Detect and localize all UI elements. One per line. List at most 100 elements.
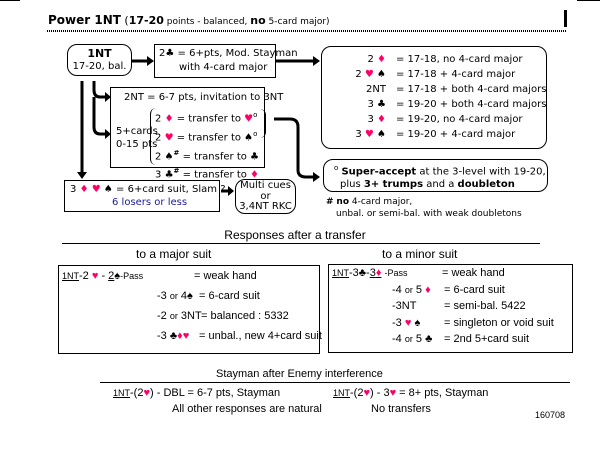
interference-divider xyxy=(100,382,570,383)
arrowhead xyxy=(313,56,320,66)
minor-response-row: 1NT-3♣-3♦ -Pass= weak hand xyxy=(329,265,572,282)
rebid-bid: 3 ♦ xyxy=(367,112,386,127)
stayman-line1: = 6+pts, Mod. Stayman xyxy=(174,48,298,59)
rebid-meaning: = 19-20, no 4-card major xyxy=(396,114,523,125)
title-paren: ( xyxy=(120,14,129,27)
transfer-row: 3 ♣# = transfer to ♦ xyxy=(155,164,259,183)
spade-icon: ♠ xyxy=(414,316,421,329)
response-meaning: = 6-card suit xyxy=(444,283,505,296)
transfer-points-label: 0-15 pts xyxy=(116,139,158,150)
arrow-1nt-to-transfers xyxy=(92,97,105,136)
transfer-text: = transfer to xyxy=(173,132,245,144)
major-responses-box: 1NT-2 ♥ - 2♠-Pass= weak hand-3 or 4♠= 6-… xyxy=(58,265,322,354)
interference-left-meaning: ) - DBL = 6-7 pts, Stayman xyxy=(150,387,281,399)
arrowhead xyxy=(228,186,234,196)
major-response-row: 1NT-2 ♥ - 2♠-Pass= weak hand xyxy=(59,266,319,286)
diamond-icon: ♦ xyxy=(425,283,431,296)
heart-icon: ♥ xyxy=(363,387,370,399)
heart-icon: ♥ xyxy=(364,69,374,80)
super-accept-trumps: 3+ trumps xyxy=(363,179,424,191)
rebid-bid: 2NT xyxy=(366,82,386,97)
interference-left-note: All other responses are natural xyxy=(172,403,322,415)
title-tail: 5-card major) xyxy=(265,17,330,27)
document-id: 160708 xyxy=(535,410,566,420)
club-icon: ♣ xyxy=(250,150,259,162)
super-accept-text1: at the 3-level with 19-20, xyxy=(416,166,546,178)
interference-right-note: No transfers xyxy=(371,403,431,415)
title-underline xyxy=(47,30,567,32)
spade-icon: ♠ xyxy=(164,150,174,162)
rebid-level: 2 xyxy=(355,69,362,80)
or-label: or xyxy=(169,311,178,321)
transfer-text: = transfer to xyxy=(173,113,245,125)
slam-losers: 6 losers or less xyxy=(112,197,188,208)
arrowhead xyxy=(147,56,154,66)
response-meaning: = semi-bal. 5422 xyxy=(444,300,526,312)
transfer-bid: 3 xyxy=(155,169,162,181)
super-accept-doubleton: doubleton xyxy=(457,179,515,191)
heart-icon: ♥ xyxy=(389,387,397,399)
multi-line3: 3,4NT RKC xyxy=(239,201,292,212)
bid-level: 3NT xyxy=(180,310,202,322)
bid-level: 3 xyxy=(369,267,376,279)
bid-prefix: 1NT xyxy=(62,271,80,281)
diamond-icon: ♦ xyxy=(164,113,174,125)
bid-seq: -3NT xyxy=(392,300,417,312)
response-sequence: -3NT xyxy=(392,298,416,315)
club-icon: ♣ xyxy=(169,330,178,342)
rebid-row: 3 ♣= 19-20 + both 4-card majors xyxy=(322,97,546,112)
rebid-bid: 3 ♣ xyxy=(367,97,386,112)
rebid-meaning: = 17-18 + 4-card major xyxy=(396,69,516,80)
minor-response-row: -4 or 5 ♦ = 6-card suit xyxy=(329,282,572,299)
heart-icon: ♥ xyxy=(404,316,412,329)
opening-bid-title: 1NT xyxy=(87,47,112,60)
bid-sep: - xyxy=(98,270,109,282)
bid-level: 2 xyxy=(108,270,115,282)
responses-title: Responses after a transfer xyxy=(224,228,366,242)
title-no: no xyxy=(250,14,266,27)
diamond-icon: ♦ xyxy=(177,330,183,342)
bid-seq: -2 xyxy=(79,270,89,282)
response-meaning: = balanced : 5332 xyxy=(201,310,289,322)
arrow-1nt-to-2nt xyxy=(92,81,105,99)
rebid-row: 3 ♥ ♠= 19-20 + 4-card major xyxy=(322,127,546,142)
heart-icon: ♥ xyxy=(91,270,99,282)
interference-right-meaning: = 8+ pts, Stayman xyxy=(396,387,489,399)
diamond-icon: ♦ xyxy=(377,114,386,125)
or-label: or xyxy=(404,334,413,344)
spade-icon: ♠ xyxy=(244,132,254,144)
super-accept-text2b: and a xyxy=(423,179,458,191)
response-sequence: -3 ♥ ♠ xyxy=(392,315,420,332)
arrow-transfers-to-superaccept xyxy=(274,117,313,179)
degree-mark: o xyxy=(253,129,258,138)
rebid-bid: 2 ♦ xyxy=(367,52,386,67)
footnote: # no 4-card major, unbal. or semi-bal. w… xyxy=(326,196,522,220)
heart-icon: ♥ xyxy=(244,113,254,125)
rebid-meaning: = 17-18 + both 4-card majors xyxy=(396,84,547,95)
rebid-bid: 3 ♥ ♠ xyxy=(355,127,386,142)
left-brace xyxy=(150,108,157,165)
interference-right-seq2: ) - 3 xyxy=(370,387,390,399)
rebid-row: 2 ♥ ♠= 17-18 + 4-card major xyxy=(322,67,546,82)
transfer-row: 2 ♦ = transfer to ♥o xyxy=(155,108,259,127)
transfer-box: 2NT = 6-7 pts, invitation to 3NT 5+cards… xyxy=(110,87,283,181)
rebid-row: 2 ♦= 17-18, no 4-card major xyxy=(322,52,546,67)
response-sequence: -4 or 5 ♦ xyxy=(392,282,431,299)
transfer-text: = transfer to xyxy=(179,150,251,162)
stayman-box: 2♣ = 6+pts, Mod. Stayman with 4-card maj… xyxy=(154,44,298,78)
right-brace xyxy=(260,109,266,138)
corner-mark-right xyxy=(577,0,600,1)
stayman-bid-level: 2 xyxy=(159,48,166,59)
response-sequence: -3 or 4♠ xyxy=(157,286,193,306)
interference-left: 1NT-(2♥) - DBL = 6-7 pts, Stayman xyxy=(113,387,280,399)
diamond-icon: ♦ xyxy=(375,267,382,279)
bid-seq: -3 xyxy=(157,330,167,342)
transfer-row: 2 ♠# = transfer to ♣ xyxy=(155,146,259,165)
bid-tail: -Pass xyxy=(120,271,144,281)
title-points-rest: points - balanced, xyxy=(163,17,251,27)
rebid-row: 2NT = 17-18 + both 4-card majors xyxy=(322,82,546,97)
transfer-text: = transfer to xyxy=(179,169,251,181)
transfer-bid: 2 xyxy=(155,132,162,144)
